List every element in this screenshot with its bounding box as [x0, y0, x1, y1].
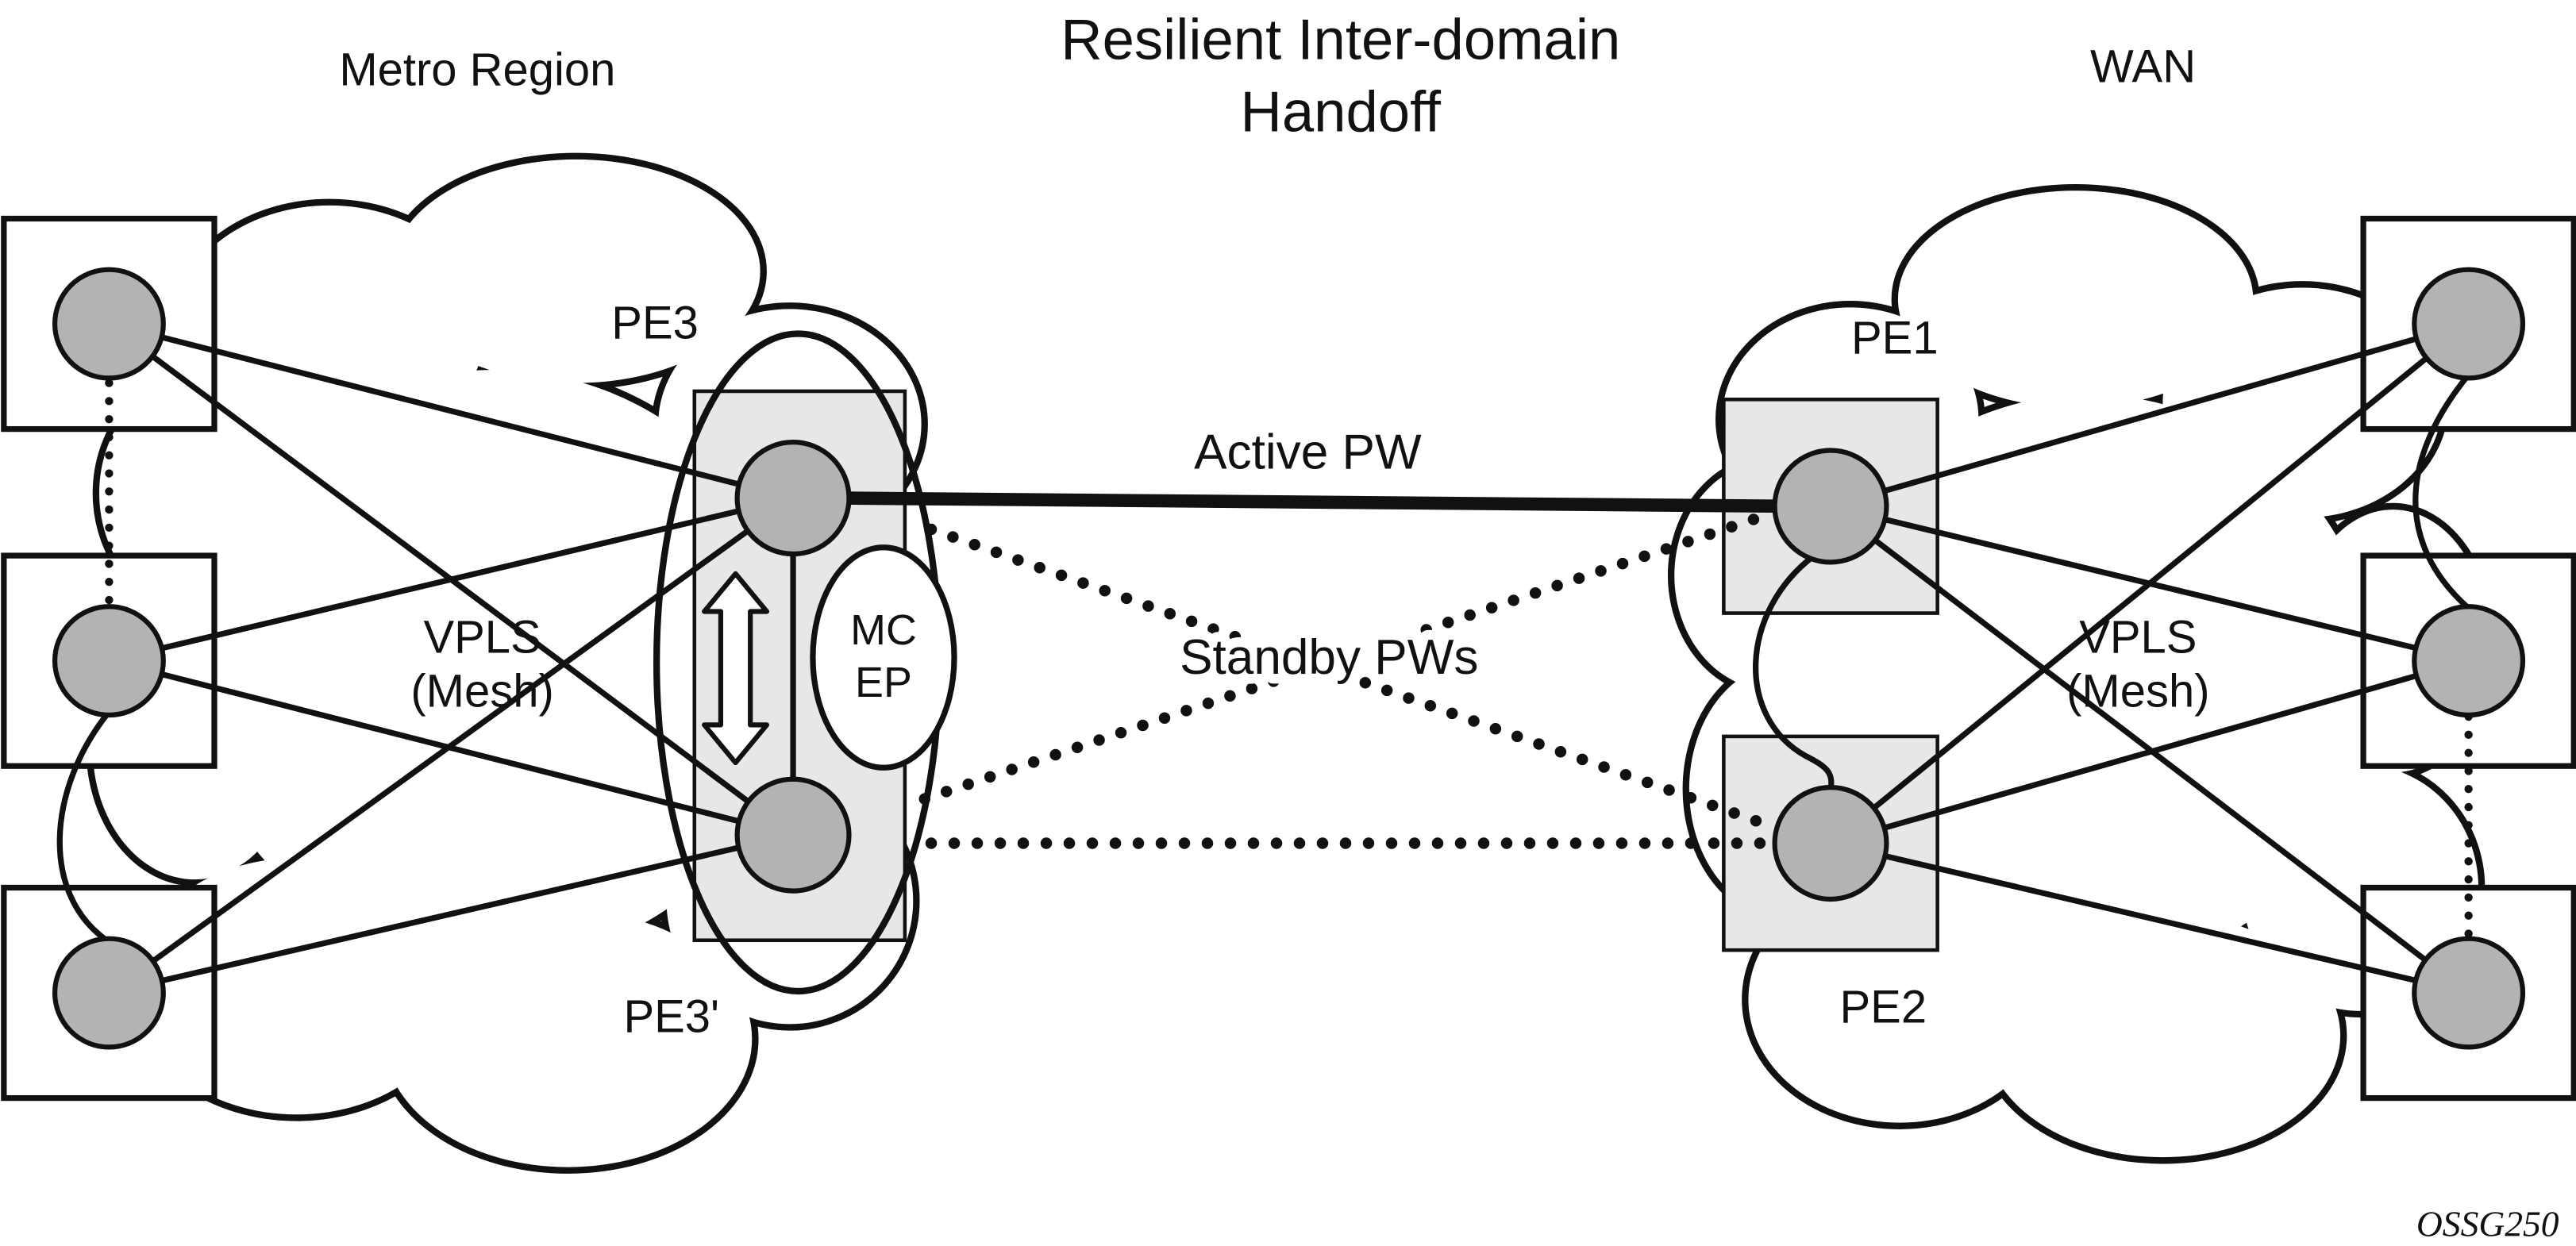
mc-ep-label-line2: EP	[855, 659, 912, 706]
wan-region-label: WAN	[2090, 42, 2196, 93]
wan-vpls-label-line2: (Mesh)	[2066, 667, 2209, 717]
pe1-pe2-link	[1753, 553, 1835, 790]
mesh-link	[108, 495, 794, 664]
metro-region-label: Metro Region	[339, 45, 615, 96]
mesh-link	[1828, 321, 2470, 846]
metro-ce-node	[52, 604, 166, 718]
double-arrow-icon	[702, 571, 770, 766]
mc-ep-label-line1: MC	[850, 606, 917, 654]
wan-ce-curved-link	[2412, 372, 2471, 611]
pe1-label: PE1	[1851, 313, 1939, 363]
standby-pw-links	[918, 506, 1779, 849]
figure-watermark: OSSG250	[2416, 1204, 2559, 1244]
metro-ce-curved-link	[56, 710, 112, 944]
wan-ce-node	[2412, 604, 2526, 718]
pe3-label: PE3	[611, 298, 699, 349]
mesh-link	[1830, 658, 2470, 847]
metro-ce-node	[52, 267, 166, 381]
pe3-node	[734, 440, 852, 557]
wan-vpls-label-line1: VPLS	[2079, 612, 2197, 663]
wan-ce-node	[2412, 936, 2526, 1050]
pe1-node	[1772, 448, 1889, 565]
mc-ep-ellipse	[810, 544, 957, 771]
mesh-link	[108, 832, 794, 996]
standby-pws-label: Standby PWs	[1180, 630, 1478, 685]
metro-vpls-label-line2: (Mesh)	[410, 667, 553, 717]
active-pw-link	[842, 491, 1796, 513]
node-circles	[52, 267, 2526, 1050]
metro-ce-node	[52, 936, 166, 1050]
active-pw-label: Active PW	[1194, 425, 1422, 479]
mesh-link	[107, 495, 795, 995]
pe3p-node	[734, 776, 852, 894]
pe2-label: PE2	[1839, 982, 1927, 1033]
pe3p-label: PE3'	[623, 992, 719, 1043]
wan-vpls-mesh-links	[1828, 321, 2470, 996]
pe2-node	[1772, 785, 1889, 902]
metro-vpls-mesh-links	[107, 321, 795, 996]
metro-vpls-label-line1: VPLS	[423, 612, 541, 663]
mesh-link	[108, 321, 794, 502]
wan-ce-node	[2412, 267, 2526, 381]
mesh-link	[1830, 840, 2470, 996]
mesh-link	[1830, 321, 2470, 510]
diagram-title-line2: Handoff	[1240, 80, 1441, 144]
diagram-title-line1: Resilient Inter-domain	[1061, 8, 1620, 72]
